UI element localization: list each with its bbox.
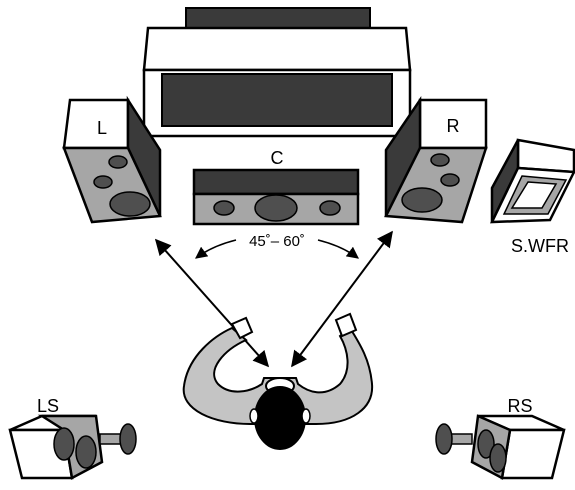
left-surround-mount-plate (119, 423, 137, 455)
angle-arc-right (317, 239, 359, 259)
right-speaker: R (384, 95, 488, 224)
center-speaker-woofer (254, 194, 298, 222)
right-surround-speaker: RS (435, 396, 566, 480)
right-speaker-woofer (401, 187, 443, 213)
subwoofer-label: S.WFR (511, 236, 569, 256)
left-speaker-woofer (109, 191, 151, 217)
center-speaker-label: C (271, 148, 284, 168)
left-speaker-tweeter (108, 155, 128, 169)
listener-left-ear (249, 408, 259, 424)
listener-right-ear (301, 408, 311, 424)
listener-head (254, 386, 306, 450)
right-surround-label: RS (507, 396, 532, 416)
right-speaker-mid-driver (440, 173, 460, 187)
right-speaker-label: R (447, 116, 460, 136)
right-speaker-tweeter (430, 153, 450, 167)
listener (182, 312, 374, 450)
left-speaker-label: L (97, 118, 107, 138)
tv-screen (161, 73, 393, 127)
center-speaker-right-driver (319, 200, 341, 216)
arrow-to-right-speaker (291, 230, 393, 368)
center-speaker: C (192, 148, 360, 226)
left-surround-driver-2 (75, 435, 97, 469)
listener-right-hand (334, 312, 358, 338)
subwoofer: S.WFR (489, 138, 575, 256)
direction-arrows (154, 230, 393, 368)
arrow-to-left-speaker (154, 238, 270, 368)
right-surround-driver-1 (477, 429, 495, 459)
listener-left-hand (230, 316, 254, 340)
right-surround-driver-2 (489, 443, 507, 473)
left-surround-speaker: LS (8, 396, 137, 480)
center-speaker-left-driver (213, 200, 235, 216)
left-speaker: L (62, 95, 162, 224)
left-surround-label: LS (37, 396, 59, 416)
subwoofer-port (510, 181, 558, 209)
right-surround-mount-plate (435, 423, 453, 455)
listening-angle: 45˚– 60˚ (195, 233, 359, 259)
angle-arc-left (195, 239, 237, 259)
angle-label: 45˚– 60˚ (249, 233, 305, 250)
left-surround-driver-1 (53, 427, 75, 461)
left-speaker-mid-driver (93, 175, 113, 189)
television (142, 7, 412, 138)
